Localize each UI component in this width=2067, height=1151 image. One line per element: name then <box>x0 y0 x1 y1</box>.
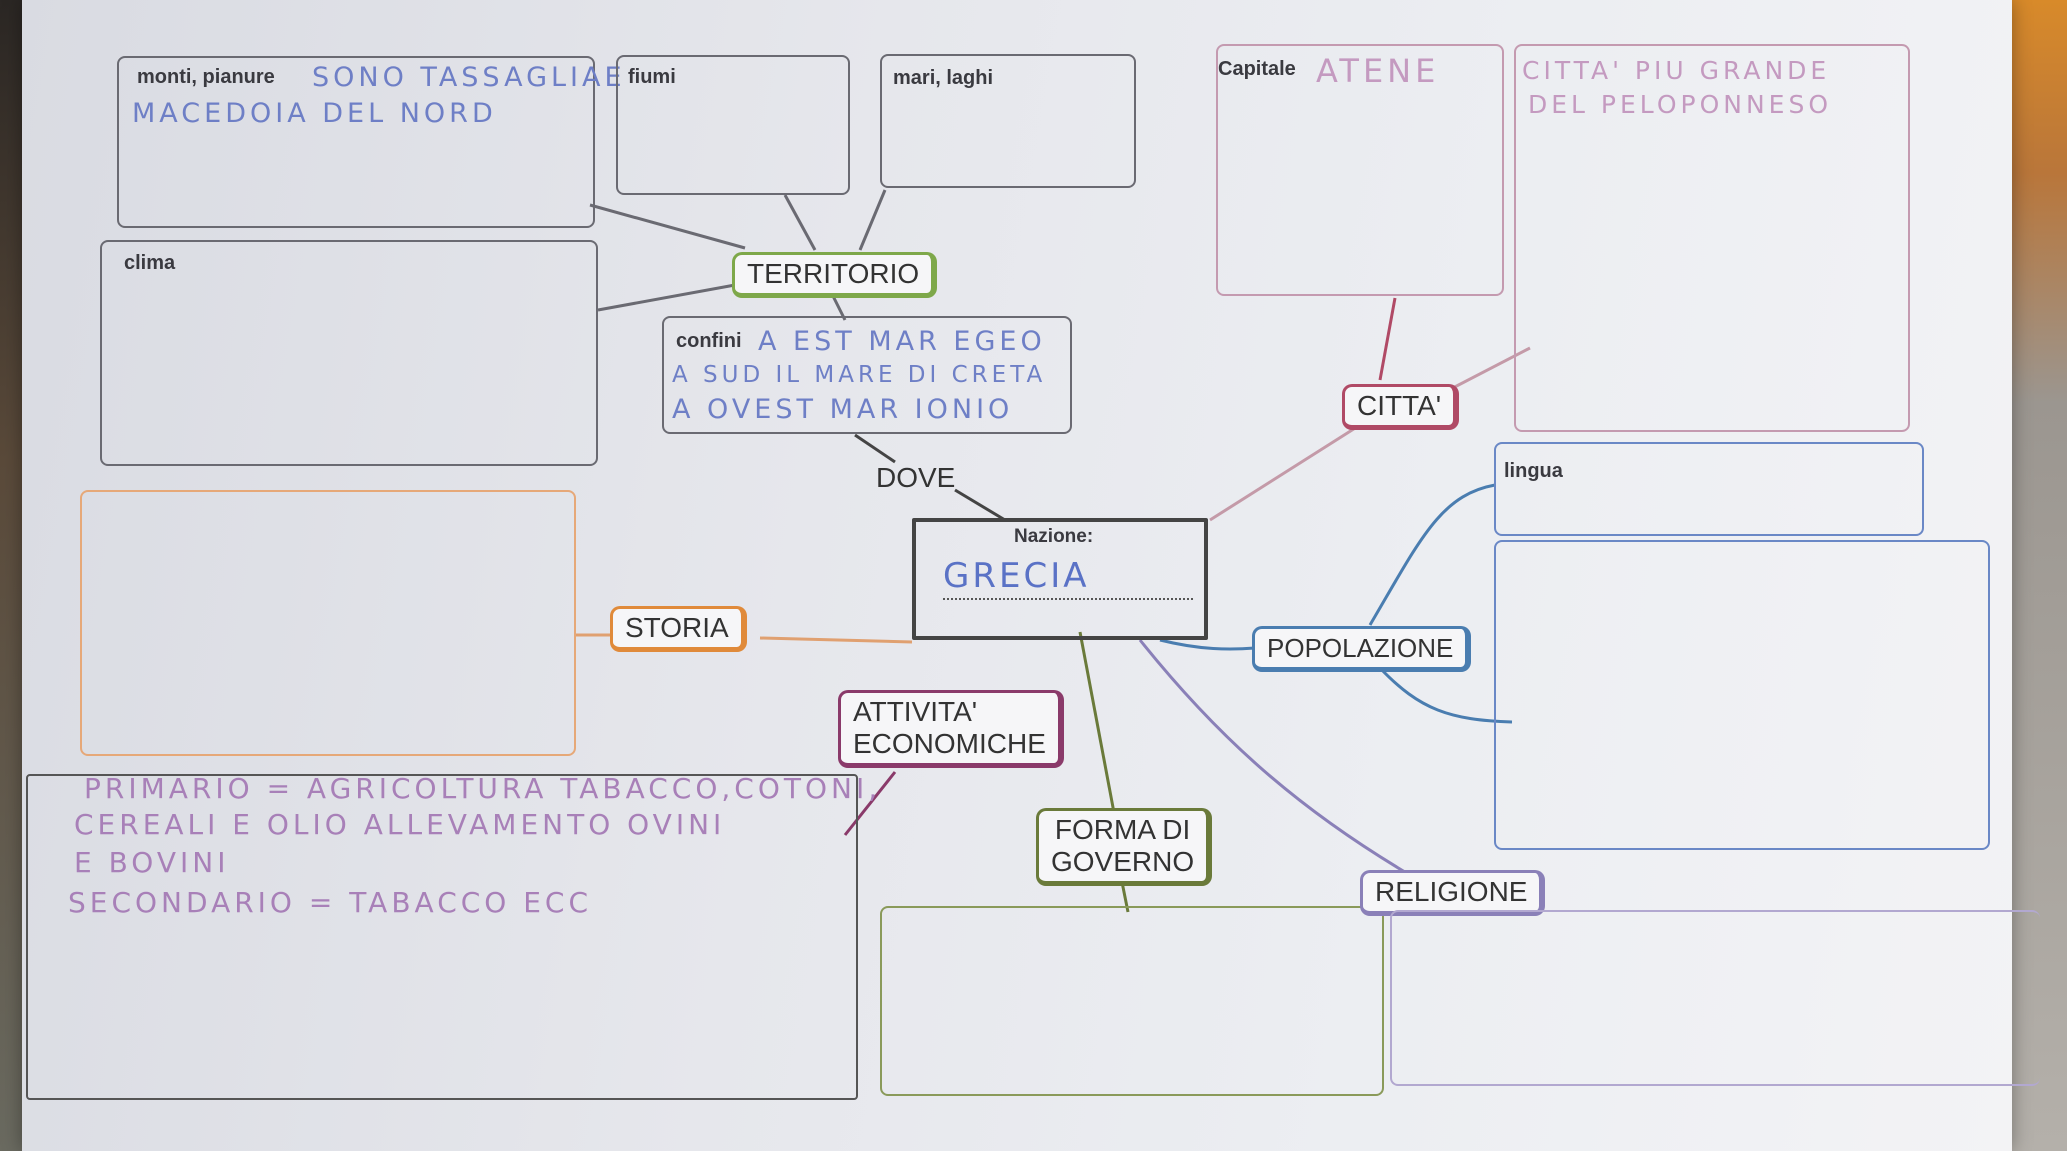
monti-pianure-label: monti, pianure <box>137 66 275 88</box>
confini-label: confini <box>676 330 742 352</box>
mari-laghi-label: mari, laghi <box>893 67 994 89</box>
box-confini[interactable] <box>662 316 1072 434</box>
lingua-label: lingua <box>1504 460 1563 482</box>
attivita-answer-3: E BOVINI <box>74 846 230 879</box>
confini-line-1: A EST MAR EGEO <box>758 326 1046 357</box>
box-citta-grande[interactable] <box>1514 44 1910 432</box>
box-clima[interactable] <box>100 240 598 466</box>
clima-label: clima <box>124 252 176 274</box>
node-popolazione[interactable]: POPOLAZIONE <box>1252 626 1472 672</box>
node-storia[interactable]: STORIA <box>610 606 747 652</box>
node-religione[interactable]: RELIGIONE <box>1360 870 1546 916</box>
link-mari <box>858 189 887 251</box>
box-religione[interactable] <box>1390 910 2040 1086</box>
citta-grande-line-2: DEL PELOPONNESO <box>1528 90 1833 119</box>
box-lingua[interactable] <box>1494 442 1924 536</box>
forma-line-1: FORMA DI <box>1054 814 1191 845</box>
attivita-line-1: ATTIVITA' <box>853 696 978 727</box>
node-citta[interactable]: CITTA' <box>1342 384 1460 430</box>
confini-line-2: A SUD IL MARE DI CRETA <box>672 362 1047 388</box>
link-attivita <box>843 771 897 836</box>
link-storia <box>759 636 913 644</box>
box-monti-pianure[interactable] <box>117 56 595 228</box>
citta-grande-line-1: CITTA' PIU GRANDE <box>1522 56 1831 85</box>
forma-line-2: GOVERNO <box>1051 846 1195 877</box>
worksheet-paper <box>22 0 2012 1151</box>
monti-pianure-answer-2: MACEDOIA DEL NORD <box>132 98 497 129</box>
box-mari-laghi[interactable] <box>880 54 1136 188</box>
link-forma <box>1078 631 1117 819</box>
box-popolazione[interactable] <box>1494 540 1990 850</box>
fiumi-label: fiumi <box>628 66 676 88</box>
link-fiumi <box>783 194 817 251</box>
link-clima <box>597 283 736 312</box>
link-nazione-citta <box>1209 423 1361 522</box>
capitale-answer: ATENE <box>1316 52 1440 90</box>
link-popolazione-box <box>1378 666 1513 724</box>
box-forma-di-governo[interactable] <box>880 906 1384 1096</box>
node-dove: DOVE <box>876 462 956 493</box>
attivita-line-2: ECONOMICHE <box>853 728 1046 759</box>
box-fiumi[interactable] <box>616 55 850 195</box>
link-religione <box>1138 639 1411 877</box>
box-capitale[interactable] <box>1216 44 1504 296</box>
monti-pianure-answer-1: SONO TASSAGLIAE <box>312 62 626 93</box>
node-forma-di-governo[interactable]: FORMA DI GOVERNO <box>1036 808 1213 886</box>
nazione-value: GRECIA <box>943 556 1193 600</box>
link-citta-capitale <box>1378 297 1397 381</box>
attivita-answer-4: SECONDARIO = TABACCO ECC <box>68 886 593 919</box>
link-monti <box>589 203 746 250</box>
link-lingua <box>1368 483 1496 626</box>
link-dove-nazione <box>954 488 1006 522</box>
link-popolazione <box>1159 638 1256 651</box>
box-nazione[interactable] <box>912 518 1208 640</box>
link-dove-confini <box>854 433 896 464</box>
confini-line-3: A OVEST MAR IONIO <box>672 394 1014 425</box>
capitale-label: Capitale <box>1218 58 1296 80</box>
node-territorio[interactable]: TERRITORIO <box>732 252 938 298</box>
node-attivita-economiche[interactable]: ATTIVITA' ECONOMICHE <box>838 690 1064 768</box>
box-storia[interactable] <box>80 490 576 756</box>
box-attivita-economiche[interactable] <box>26 774 858 1100</box>
attivita-answer-1: PRIMARIO = AGRICOLTURA TABACCO,COTONI, <box>84 772 882 805</box>
nazione-label: Nazione: <box>1014 526 1094 547</box>
attivita-answer-2: CEREALI E OLIO ALLEVAMENTO OVINI <box>74 808 726 841</box>
